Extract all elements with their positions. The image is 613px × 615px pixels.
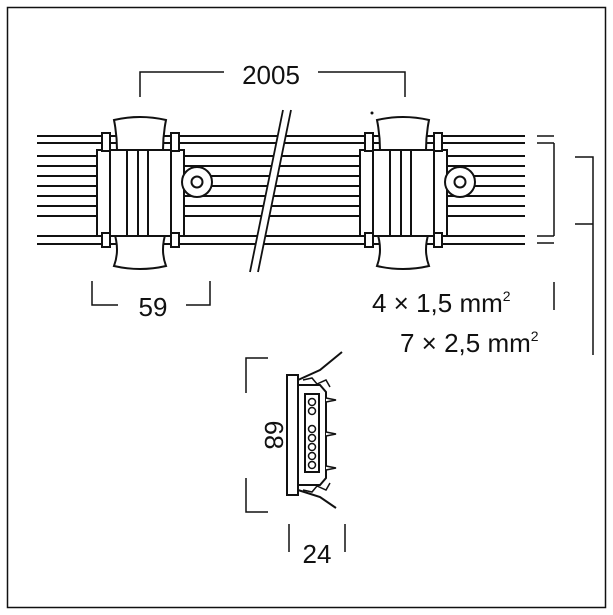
cross-section-bracket-7x25 — [575, 156, 594, 355]
connector-right — [359, 116, 448, 270]
marker-dot — [370, 111, 374, 115]
connector-end-view — [286, 351, 343, 509]
mounting-eye-left — [181, 166, 213, 198]
drawing-frame — [6, 6, 607, 609]
dimension-end-height-label: 68 — [259, 421, 289, 450]
dimension-connector-width-lines — [91, 281, 211, 306]
dimension-spacing-label: 2005 — [242, 60, 300, 90]
dimension-end-height-lines — [245, 357, 268, 513]
rail-break-mark — [249, 109, 292, 273]
dimension-end-width-label: 24 — [303, 539, 332, 569]
dimension-end-width-lines — [288, 524, 346, 552]
wiring-option-1-exponent: 2 — [503, 288, 511, 304]
dimension-spacing-lines — [139, 71, 406, 97]
wiring-option-1-text: 4 × 1,5 mm — [372, 288, 503, 318]
dimension-connector-width-label: 59 — [139, 292, 168, 322]
connector-left — [96, 116, 185, 270]
wiring-option-1-label: 4 × 1,5 mm2 — [372, 288, 511, 318]
wiring-option-2-exponent: 2 — [531, 328, 539, 344]
wiring-option-2-label: 7 × 2,5 mm2 — [400, 328, 539, 358]
wiring-option-2-text: 7 × 2,5 mm — [400, 328, 531, 358]
mounting-eye-right — [444, 166, 476, 198]
cross-section-bracket-4x15 — [537, 135, 555, 310]
